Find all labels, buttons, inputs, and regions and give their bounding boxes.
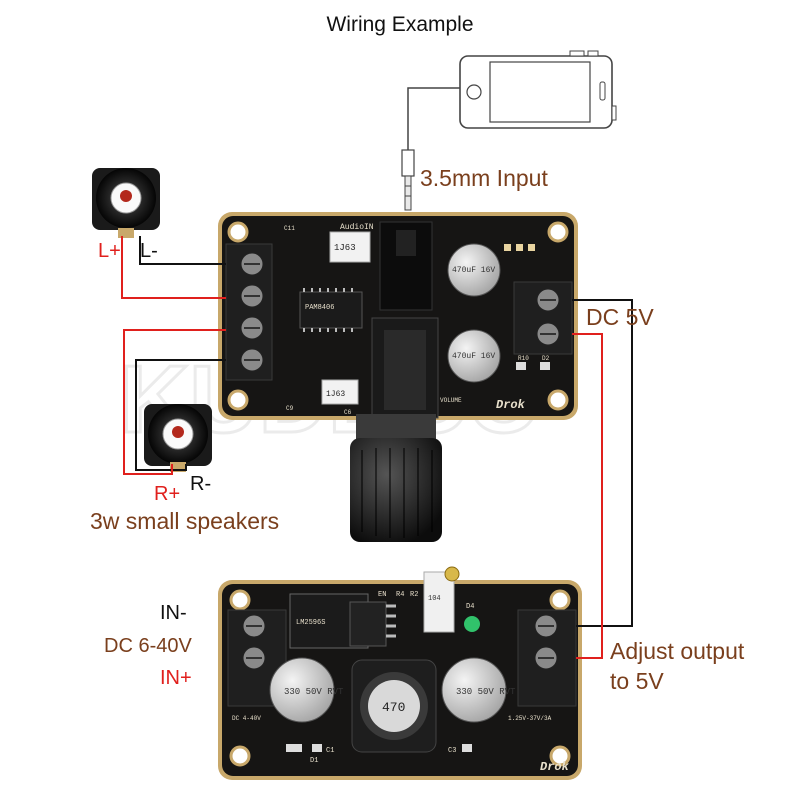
brand-mark-2: Drok [540,760,570,774]
c1-mark: C1 [326,747,334,755]
red-wires [121,236,603,659]
d2-mark: D2 [542,355,550,362]
left-speaker [92,168,160,238]
inductor-mark: 470 [382,700,405,715]
audio-cable [401,87,460,211]
input-label: 3.5mm Input [420,165,548,191]
r-plus-label: R+ [154,483,181,505]
c6-mark: C6 [344,409,352,416]
cap-mark-2: 470uF 16V [452,352,495,361]
chip-mark-2: 1J63 [326,390,345,399]
amp-chip-mark: PAM8406 [305,304,334,312]
pot-mark: 104 [428,595,441,603]
dc-cap-mark-1: 330 50V RVT [284,687,344,697]
d1-mark: D1 [310,757,318,765]
volume-knob [350,414,442,542]
right-speaker [144,404,212,472]
d4-mark: D4 [466,603,474,611]
r2-mark: R2 [410,591,418,599]
dc-in-mark: DC 4-40V [232,715,261,722]
r10-mark: R10 [518,355,529,362]
l-minus-label: L- [140,240,158,262]
dc5v-label: DC 5V [586,304,654,330]
c3-mark: C3 [448,747,456,755]
volume-mark: VOLUME [440,397,462,404]
speaker-terminal [225,243,273,381]
audio-in-mark: AudioIN [340,223,374,232]
dc-converter-board [218,566,582,780]
r4-mark: R4 [396,591,404,599]
in-plus-label: IN+ [160,667,192,689]
black-wires [135,236,633,627]
cap-mark-1: 470uF 16V [452,266,495,275]
amplifier-board [218,212,578,420]
en-mark: EN [378,591,386,599]
adjust-label-line1: Adjust output [610,638,745,664]
board-markings: AudioIN 1J63 1J63 PAM8406 470uF 16V 470u… [232,223,570,774]
l-plus-label: L+ [98,240,121,262]
c11-mark: C11 [284,225,295,232]
dc-output-terminal [517,609,577,707]
speakers-label: 3w small speakers [90,508,280,534]
c9-mark: C9 [286,405,294,412]
dc-terminal [513,281,573,355]
in-minus-label: IN- [160,602,187,624]
dc-range-label: DC 6-40V [104,635,192,657]
brand-mark: Drok [496,398,526,412]
dc-out-mark: 1.25V-37V/3A [508,715,552,722]
reg-chip-mark: LM2596S [296,619,325,627]
r-minus-label: R- [190,473,212,495]
adjust-label-line2: to 5V [610,668,664,694]
chip-mark: 1J63 [334,243,356,253]
dc-cap-mark-2: 330 50V RVT [456,687,516,697]
smartphone-icon [459,50,617,129]
diagram-title: Wiring Example [326,13,474,36]
